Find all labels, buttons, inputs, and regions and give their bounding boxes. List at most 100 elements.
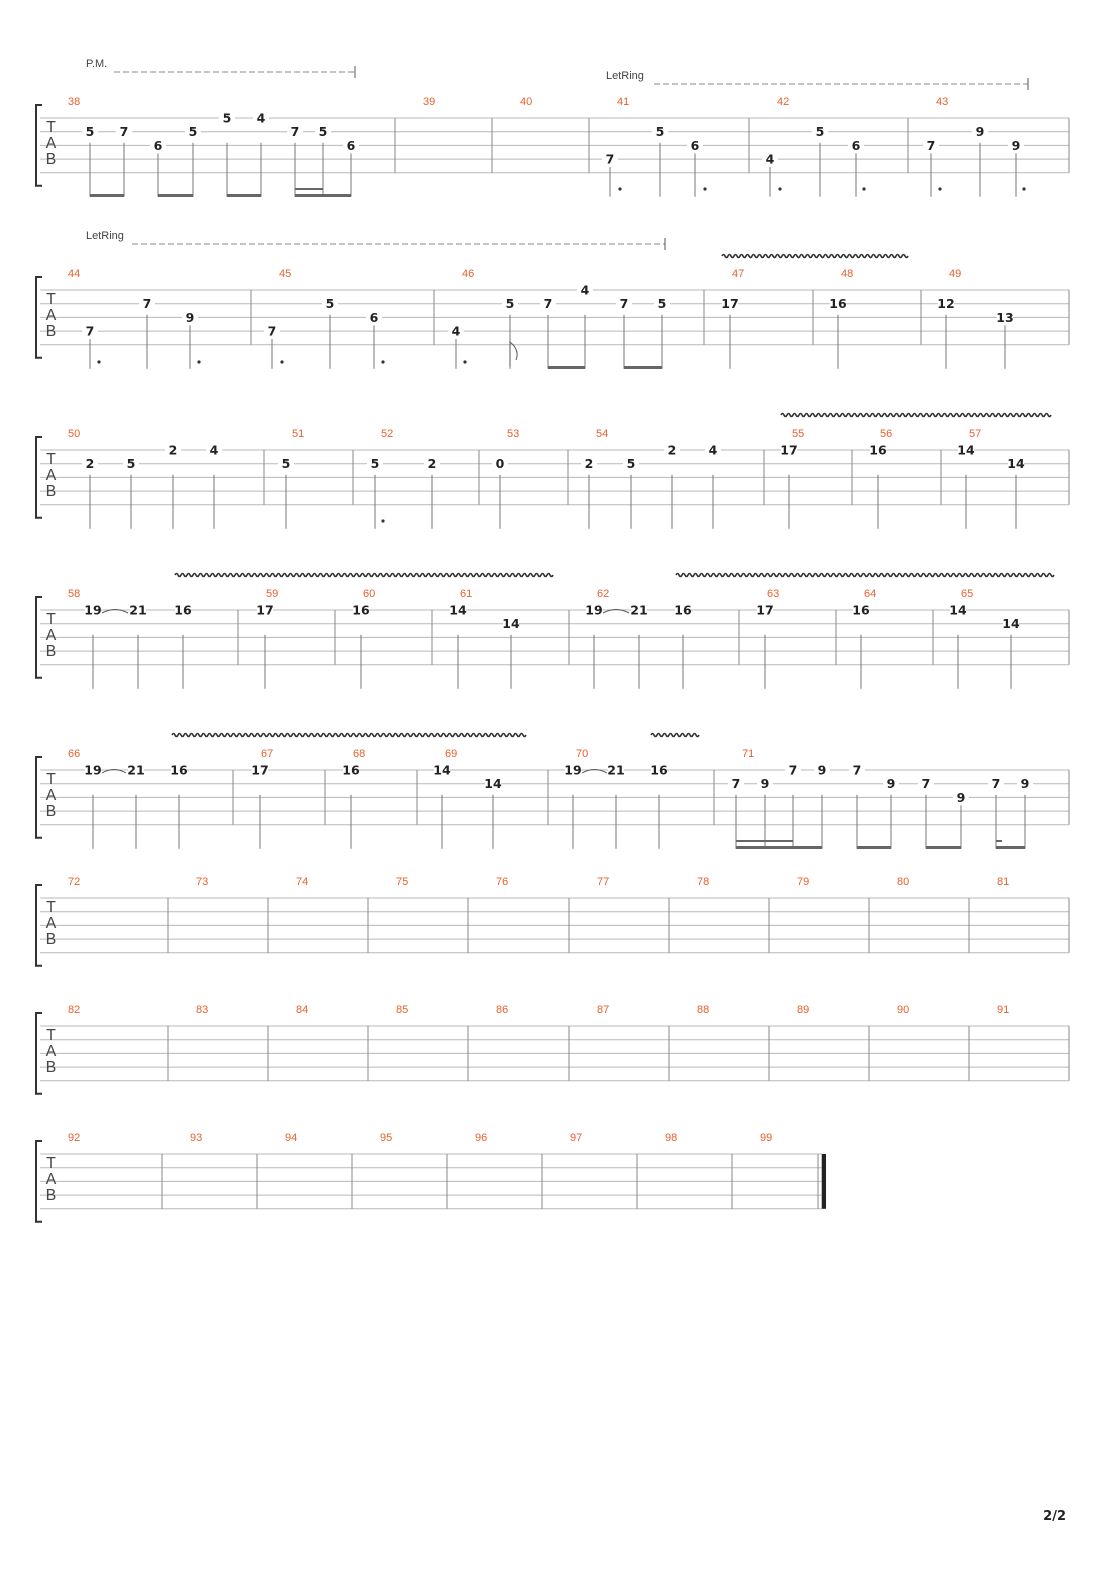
- rhythm-dot: [381, 519, 385, 523]
- fret-bg: [848, 138, 864, 152]
- beam: [996, 840, 1002, 842]
- measure-number: 70: [576, 748, 588, 760]
- fret-number: 16: [869, 443, 887, 458]
- fret-bg: [950, 603, 966, 616]
- fret-bg: [540, 296, 556, 310]
- beam: [158, 194, 193, 197]
- tab-clef-letter: B: [46, 931, 57, 948]
- fret-number: 7: [927, 138, 936, 153]
- fret-bg: [938, 296, 954, 310]
- measure-number: 95: [380, 1132, 392, 1144]
- fret-bg: [651, 763, 667, 776]
- measure-number: 62: [597, 588, 609, 600]
- measure-number: 41: [617, 96, 629, 108]
- measure-number: 55: [792, 428, 804, 440]
- fret-number: 14: [949, 603, 967, 618]
- fret-number: 2: [86, 456, 95, 471]
- measure-number: 99: [760, 1132, 772, 1144]
- vibrato-mark: [650, 732, 700, 738]
- system-bracket: [35, 884, 42, 967]
- rhythm-dot: [381, 360, 385, 364]
- fret-number: 7: [606, 152, 615, 167]
- fret-number: 16: [674, 603, 692, 618]
- tab-clef-letter: A: [46, 467, 57, 484]
- measure-number: 76: [496, 876, 508, 888]
- beam: [926, 846, 961, 849]
- fret-number: 14: [1007, 456, 1025, 471]
- tab-clef-letter: A: [46, 915, 57, 932]
- fret-number: 14: [502, 616, 520, 631]
- tab-clef-letter: B: [46, 1187, 57, 1204]
- fret-number: 2: [668, 443, 677, 458]
- fret-number: 7: [732, 776, 741, 791]
- fret-bg: [705, 443, 721, 456]
- measure-number: 86: [496, 1004, 508, 1016]
- measure-number: 92: [68, 1132, 80, 1144]
- fret-number: 0: [496, 456, 505, 471]
- fret-bg: [616, 296, 632, 310]
- slide-tie: [602, 609, 630, 614]
- slide-tie: [581, 769, 608, 774]
- fret-number: 7: [291, 124, 300, 139]
- measure-number: 94: [285, 1132, 297, 1144]
- fret-bg: [1008, 456, 1024, 470]
- fret-bg: [581, 456, 597, 470]
- fret-number: 19: [564, 763, 581, 778]
- fret-bg: [82, 456, 98, 470]
- measure-number: 67: [261, 748, 273, 760]
- fret-bg: [287, 124, 303, 138]
- beam: [548, 366, 585, 369]
- fret-number: 19: [585, 603, 602, 618]
- measure-number: 87: [597, 1004, 609, 1016]
- measure-number: 48: [841, 268, 853, 280]
- fret-bg: [972, 124, 988, 138]
- fret-number: 16: [829, 296, 847, 311]
- fret-bg: [602, 152, 618, 166]
- measure-number: 69: [445, 748, 457, 760]
- fret-number: 9: [1021, 776, 1030, 791]
- fret-number: 7: [143, 296, 152, 311]
- fret-bg: [586, 603, 602, 616]
- tab-clef-letter: B: [46, 643, 57, 660]
- vibrato-mark: [780, 412, 1052, 418]
- fret-number: 5: [223, 111, 232, 126]
- fret-bg: [722, 296, 738, 310]
- fret-number: 6: [154, 138, 163, 153]
- fret-number: 7: [992, 776, 1001, 791]
- fret-bg: [139, 296, 155, 310]
- fret-number: 4: [210, 443, 219, 458]
- fret-bg: [171, 763, 187, 776]
- fret-number: 14: [1002, 616, 1020, 631]
- fret-number: 9: [976, 124, 985, 139]
- fret-number: 16: [852, 603, 870, 618]
- beam: [736, 846, 822, 849]
- tab-clef-letter: B: [46, 1059, 57, 1076]
- fret-number: 7: [789, 763, 798, 778]
- fret-bg: [492, 456, 508, 470]
- fret-bg: [923, 138, 939, 152]
- fret-bg: [830, 296, 846, 310]
- beam: [857, 846, 891, 849]
- tab-clef-letter: A: [46, 135, 57, 152]
- fret-number: 17: [721, 296, 738, 311]
- fret-number: 19: [84, 763, 101, 778]
- measure-number: 39: [423, 96, 435, 108]
- measure-number: 85: [396, 1004, 408, 1016]
- fret-number: 5: [816, 124, 825, 139]
- fret-bg: [870, 443, 886, 456]
- fret-number: 17: [256, 603, 273, 618]
- fret-number: 21: [607, 763, 624, 778]
- fret-bg: [814, 763, 830, 776]
- tab-clef-letter: B: [46, 803, 57, 820]
- rhythm-dot: [862, 187, 866, 191]
- fret-bg: [728, 776, 744, 790]
- fret-number: 7: [544, 296, 553, 311]
- fret-bg: [366, 310, 382, 324]
- fret-bg: [608, 763, 624, 776]
- measure-number: 46: [462, 268, 474, 280]
- measure-number: 53: [507, 428, 519, 440]
- fret-bg: [1017, 776, 1033, 790]
- fret-number: 5: [189, 124, 198, 139]
- fret-bg: [918, 776, 934, 790]
